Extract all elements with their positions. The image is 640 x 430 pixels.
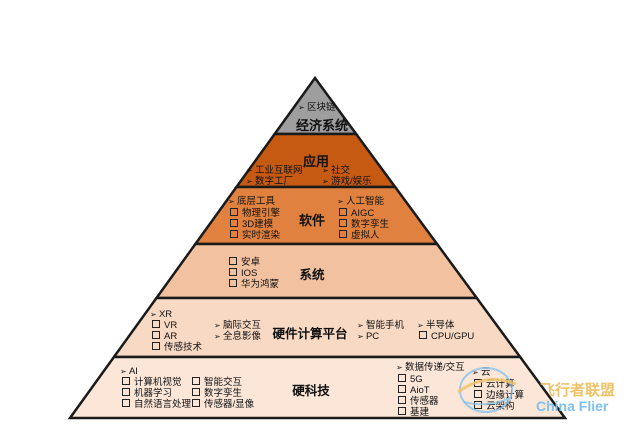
item-sensor: 传感器	[398, 396, 439, 407]
item-nlp: 自然语言处理	[122, 399, 191, 410]
item-sensing-tech: 传感技术	[152, 342, 202, 353]
item-aiot: AioT	[398, 385, 430, 396]
item-machine-learning: 机器学习	[122, 388, 172, 399]
item-social: 社交	[322, 165, 350, 176]
item-5g: 5G	[398, 374, 423, 385]
item-semiconductor: 半导体	[417, 320, 455, 331]
item-virtual-human: 虚拟人	[339, 230, 380, 241]
watermark-globe-icon	[457, 367, 517, 413]
item-games-entertainment: 游戏/娱乐	[322, 176, 372, 187]
item-vr: VR	[152, 320, 177, 331]
item-ai: AI	[120, 366, 138, 377]
item-ai-software: 人工智能	[337, 196, 384, 207]
item-cloud-architecture: 云架构	[474, 401, 515, 412]
layer-title-software: 软件	[298, 213, 326, 228]
item-sensor-display: 传感器/显像	[192, 399, 254, 410]
item-infrastructure: 基建	[398, 407, 429, 418]
item-smart-interaction: 智能交互	[192, 377, 242, 388]
item-smartphone: 智能手机	[357, 320, 404, 331]
item-digital-twin: 数字孪生	[192, 388, 242, 399]
item-android: 安卓	[229, 257, 260, 268]
item-blockchain: 区块链	[298, 102, 336, 113]
item-cloud-computing: 云计算	[474, 379, 515, 390]
item-cpu-gpu: CPU/GPU	[419, 331, 474, 342]
item-realtime-render: 实时渲染	[230, 230, 280, 241]
watermark-cn: 飞行者联盟	[540, 382, 616, 399]
watermark-en: China Flier	[536, 398, 609, 414]
item-xr: XR	[150, 309, 172, 320]
layer-title-system: 系统	[299, 268, 325, 282]
item-cloud: 云	[472, 367, 491, 378]
item-industrial-internet: 工业互联网	[246, 165, 303, 176]
item-pc: PC	[357, 331, 379, 342]
item-aigc: AIGC	[339, 208, 374, 219]
layer-title-hardware-platform: 硬件计算平台	[272, 327, 348, 341]
item-edge-computing: 边缘计算	[474, 390, 524, 401]
item-harmonyos: 华为鸿蒙	[229, 279, 279, 290]
layer-title-hard-tech: 硬科技	[292, 384, 330, 398]
item-base-tools: 底层工具	[228, 196, 275, 207]
item-hologram: 全息影像	[214, 331, 261, 342]
item-ios: IOS	[229, 268, 257, 279]
layer-title-economy: 经济系统	[295, 118, 349, 133]
item-computer-vision: 计算机视觉	[122, 377, 182, 388]
item-data-transfer: 数据传递/交互	[396, 362, 465, 373]
item-physics-engine: 物理引擎	[230, 208, 280, 219]
item-bci: 脑际交互	[214, 320, 261, 331]
item-digital-twin-software: 数字孪生	[339, 219, 389, 230]
item-digital-factory: 数字工厂	[246, 176, 293, 187]
item-ar: AR	[152, 331, 177, 342]
item-3d-modeling: 3D建模	[230, 219, 273, 230]
